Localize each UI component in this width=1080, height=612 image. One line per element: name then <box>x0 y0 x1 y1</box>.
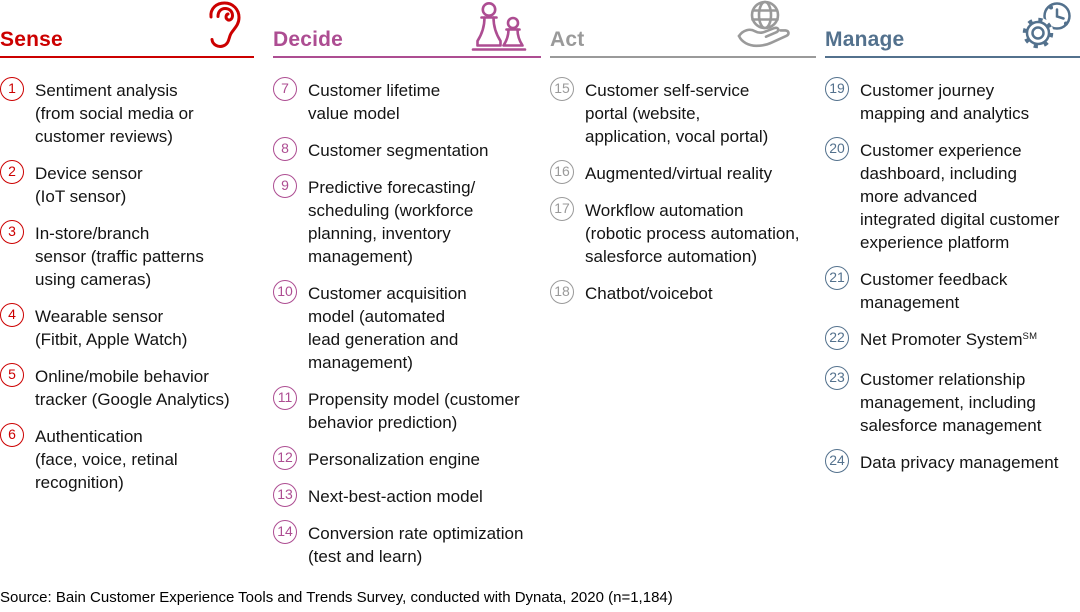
list-item: 22 Net Promoter SystemSM <box>825 326 1080 354</box>
list-item: 5 Online/mobile behavior tracker (Google… <box>0 363 254 411</box>
item-text: Net Promoter System <box>860 330 1023 349</box>
list-item: 1 Sentiment analysis (from social media … <box>0 77 254 148</box>
item-number-badge: 16 <box>550 160 574 184</box>
item-text: Device sensor (IoT sensor) <box>35 164 143 206</box>
item-text: In-store/branch sensor (traffic patterns… <box>35 224 204 289</box>
chess-pawns-icon <box>469 0 529 52</box>
item-number-badge: 9 <box>273 174 297 198</box>
item-text: Sentiment analysis (from social media or… <box>35 81 194 146</box>
item-text: Online/mobile behavior tracker (Google A… <box>35 367 230 409</box>
list-item: 11 Propensity model (customer behavior p… <box>273 386 541 434</box>
list-item: 18 Chatbot/voicebot <box>550 280 816 305</box>
item-number-badge: 23 <box>825 366 849 390</box>
item-number-badge: 4 <box>0 303 24 327</box>
item-text: Chatbot/voicebot <box>585 284 713 303</box>
list-item: 3 In-store/branch sensor (traffic patter… <box>0 220 254 291</box>
item-text: Predictive forecasting/ scheduling (work… <box>308 178 476 266</box>
sense-item-list: 1 Sentiment analysis (from social media … <box>0 77 254 494</box>
item-number-badge: 10 <box>273 280 297 304</box>
item-text: Workflow automation (robotic process aut… <box>585 201 800 266</box>
column-header-manage: Manage <box>825 0 1080 58</box>
list-item: 19 Customer journey mapping and analytic… <box>825 77 1080 125</box>
item-text: Conversion rate optimization (test and l… <box>308 524 524 566</box>
list-item: 8 Customer segmentation <box>273 137 541 162</box>
servicemark-superscript: SM <box>1022 331 1038 342</box>
list-item: 13 Next-best-action model <box>273 483 541 508</box>
item-number-badge: 12 <box>273 446 297 470</box>
item-number-badge: 7 <box>273 77 297 101</box>
column-header-act: Act <box>550 0 816 58</box>
column-title-sense: Sense <box>0 28 63 51</box>
list-item: 21 Customer feedback management <box>825 266 1080 314</box>
item-number-badge: 18 <box>550 280 574 304</box>
item-number-badge: 17 <box>550 197 574 221</box>
list-item: 10 Customer acquisition model (automated… <box>273 280 541 374</box>
item-text: Customer journey mapping and analytics <box>860 81 1030 123</box>
list-item: 24 Data privacy management <box>825 449 1080 474</box>
item-text-with-servicemark: Net Promoter SystemSM <box>860 328 1037 354</box>
item-text: Customer experience dashboard, including… <box>860 141 1060 252</box>
act-item-list: 15 Customer self-service portal (website… <box>550 77 816 305</box>
item-text: Customer lifetime value model <box>308 81 441 123</box>
item-text: Customer self-service portal (website, a… <box>585 81 769 146</box>
list-item: 20 Customer experience dashboard, includ… <box>825 137 1080 254</box>
item-number-badge: 6 <box>0 423 24 447</box>
item-number-badge: 13 <box>273 483 297 507</box>
list-item: 9 Predictive forecasting/ scheduling (wo… <box>273 174 541 268</box>
item-number-badge: 8 <box>273 137 297 161</box>
column-sense: Sense 1 Sentiment analysis (from social … <box>0 0 254 508</box>
item-text: Customer relationship management, includ… <box>860 370 1042 435</box>
manage-item-list: 19 Customer journey mapping and analytic… <box>825 77 1080 474</box>
item-number-badge: 2 <box>0 160 24 184</box>
decide-item-list: 7 Customer lifetime value model 8 Custom… <box>273 77 541 568</box>
item-number-badge: 20 <box>825 137 849 161</box>
item-text: Authentication (face, voice, retinal rec… <box>35 427 178 492</box>
list-item: 23 Customer relationship management, inc… <box>825 366 1080 437</box>
item-number-badge: 15 <box>550 77 574 101</box>
column-title-manage: Manage <box>825 28 905 51</box>
item-text: Wearable sensor (Fitbit, Apple Watch) <box>35 307 188 349</box>
gear-clock-icon <box>1016 0 1078 52</box>
list-item: 12 Personalization engine <box>273 446 541 471</box>
item-text: Next-best-action model <box>308 487 483 506</box>
list-item: 16 Augmented/virtual reality <box>550 160 816 185</box>
list-item: 15 Customer self-service portal (website… <box>550 77 816 148</box>
item-number-badge: 24 <box>825 449 849 473</box>
column-title-act: Act <box>550 28 585 51</box>
column-title-decide: Decide <box>273 28 344 51</box>
column-header-sense: Sense <box>0 0 254 58</box>
item-text: Customer feedback management <box>860 270 1008 312</box>
column-decide: Decide 7 Customer lifetime value model <box>273 0 541 582</box>
item-number-badge: 14 <box>273 520 297 544</box>
list-item: 14 Conversion rate optimization (test an… <box>273 520 541 568</box>
list-item: 7 Customer lifetime value model <box>273 77 541 125</box>
item-number-badge: 5 <box>0 363 24 387</box>
list-item: 17 Workflow automation (robotic process … <box>550 197 816 268</box>
item-number-badge: 19 <box>825 77 849 101</box>
item-text: Personalization engine <box>308 450 481 469</box>
item-number-badge: 21 <box>825 266 849 290</box>
column-act: Act 15 Customer self-service portal (web… <box>550 0 816 319</box>
list-item: 6 Authentication (face, voice, retinal r… <box>0 423 254 494</box>
item-text: Customer acquisition model (automated le… <box>308 284 467 372</box>
item-text: Augmented/virtual reality <box>585 164 773 183</box>
item-text: Propensity model (customer behavior pred… <box>308 390 520 432</box>
item-number-badge: 3 <box>0 220 24 244</box>
item-number-badge: 1 <box>0 77 24 101</box>
item-number-badge: 22 <box>825 326 849 350</box>
item-text: Data privacy management <box>860 453 1059 472</box>
source-note: Source: Bain Customer Experience Tools a… <box>0 589 673 606</box>
list-item: 2 Device sensor (IoT sensor) <box>0 160 254 208</box>
item-number-badge: 11 <box>273 386 297 410</box>
ear-icon <box>202 0 248 50</box>
item-text: Customer segmentation <box>308 141 489 160</box>
hand-globe-icon <box>734 0 808 52</box>
list-item: 4 Wearable sensor (Fitbit, Apple Watch) <box>0 303 254 351</box>
column-header-decide: Decide <box>273 0 541 58</box>
column-manage: Manage <box>825 0 1080 488</box>
